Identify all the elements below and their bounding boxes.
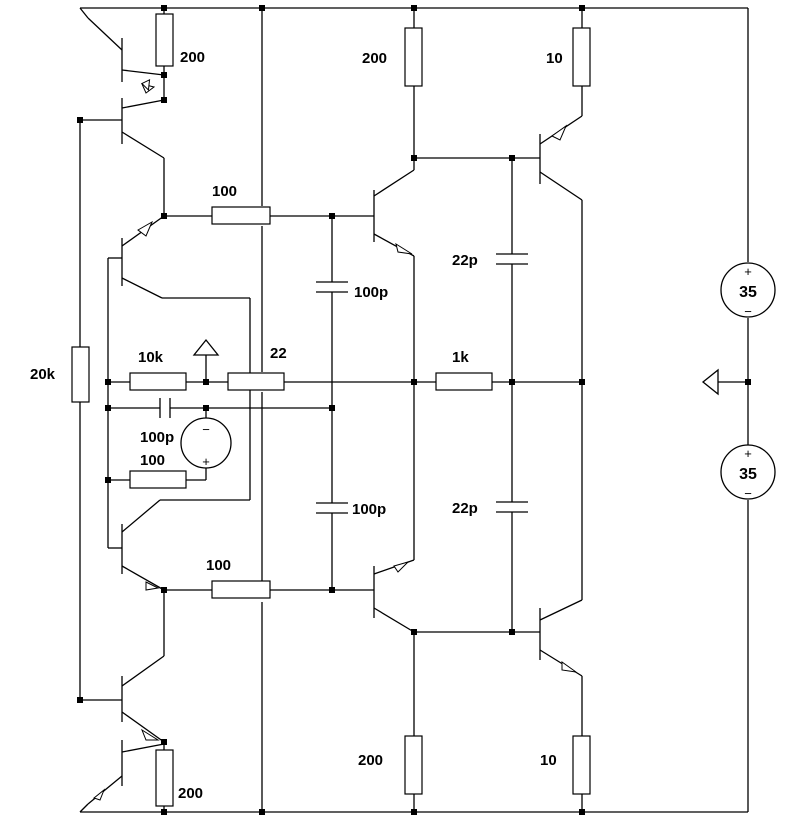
- supply-bot-minus: −: [744, 486, 752, 501]
- supply-source-bot: + 35 −: [720, 444, 776, 501]
- resistor-top-right: [572, 27, 591, 87]
- supply-bot-plus: +: [744, 446, 752, 461]
- resistor-base-bot: [211, 580, 271, 599]
- signal-source: − +: [180, 417, 232, 469]
- wires: [79, 7, 749, 813]
- capacitor-right-top: [496, 253, 528, 265]
- label-r-bot-mid: 200: [358, 752, 383, 769]
- capacitor-top: [316, 281, 348, 293]
- label-r-bot-right: 10: [540, 752, 557, 769]
- supply-bot-value: 35: [739, 466, 757, 483]
- transistor-arrows: [92, 79, 577, 801]
- resistor-gen: [129, 470, 187, 489]
- label-c-top: 100p: [354, 284, 388, 301]
- label-r-in-22: 22: [270, 345, 287, 362]
- resistor-base-top: [211, 206, 271, 225]
- resistor-in-10k: [129, 372, 187, 391]
- label-r-base-top: 100: [212, 183, 237, 200]
- resistor-feedback: [71, 346, 90, 403]
- resistor-bot-left: [155, 749, 174, 807]
- label-r-in-10k: 10k: [138, 349, 164, 366]
- label-r-top-right: 10: [546, 50, 563, 67]
- label-r-feedback: 20k: [30, 366, 56, 383]
- label-c-bot: 100p: [352, 501, 386, 518]
- label-c-right-bot: 22p: [452, 500, 478, 517]
- label-r-top-mid: 200: [362, 50, 387, 67]
- supply-source-top: + 35 −: [720, 262, 776, 319]
- label-c-right-top: 22p: [452, 252, 478, 269]
- label-r-base-bot: 100: [206, 557, 231, 574]
- capacitors: [159, 253, 528, 514]
- resistor-out-1k: [435, 372, 493, 391]
- label-r-bot-left: 200: [178, 785, 203, 802]
- component-labels: 200 200 10 100 22p 100p 10k 22 1k 20k 10…: [30, 49, 563, 802]
- label-r-top-left: 200: [180, 49, 205, 66]
- resistor-top-mid: [404, 27, 423, 87]
- signal-source-plus: +: [202, 454, 210, 469]
- supply-top-minus: −: [744, 304, 752, 319]
- resistor-bot-right: [572, 735, 591, 795]
- label-r-gen: 100: [140, 452, 165, 469]
- supply-top-plus: +: [744, 264, 752, 279]
- label-r-out-1k: 1k: [452, 349, 469, 366]
- resistor-bot-mid: [404, 735, 423, 795]
- capacitor-right-bot: [496, 501, 528, 513]
- ground-symbol-supply: [701, 368, 719, 396]
- resistors: [71, 13, 591, 807]
- label-c-in: 100p: [140, 429, 174, 446]
- capacitor-bot: [316, 502, 348, 514]
- resistor-in-22: [227, 372, 285, 391]
- capacitor-in: [159, 398, 171, 418]
- resistor-top-left: [155, 13, 174, 67]
- ground-symbol-input: [192, 338, 220, 356]
- supply-top-value: 35: [739, 284, 757, 301]
- signal-source-minus: −: [202, 422, 210, 437]
